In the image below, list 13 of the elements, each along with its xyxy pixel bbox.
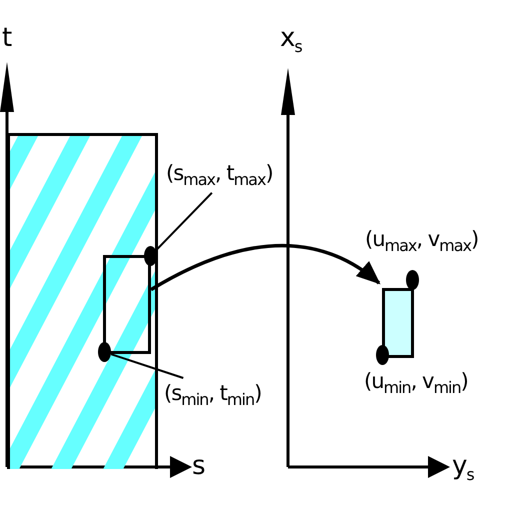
axis-label: x$_{s}$ (280, 24, 302, 56)
leader-line (156, 192, 213, 250)
coordinate-label: (u$_{max}$, v$_{max}$) (365, 228, 478, 255)
mapping-arrow (150, 244, 381, 292)
coordinate-label: (s$_{max}$, t$_{max}$) (166, 161, 273, 185)
axis-label: t (2, 24, 12, 53)
point-dot (376, 345, 389, 365)
coordinate-label: (s$_{min}$, t$_{min}$) (164, 381, 262, 405)
axis-label: y$_{s}$ (452, 452, 474, 484)
axis-label: s (192, 452, 205, 481)
screen-rectangle (382, 288, 414, 358)
point-dot (406, 270, 419, 290)
coordinate-label: (u$_{min}$, v$_{min}$) (364, 370, 468, 397)
